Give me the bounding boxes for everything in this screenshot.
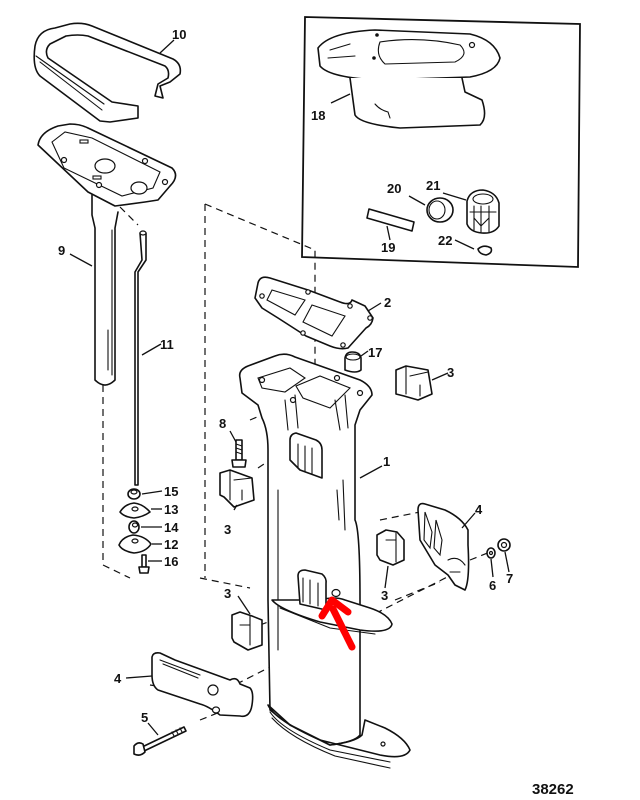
part-4-side-cover-right [417, 502, 470, 591]
callout-3-upper-right: 3 [447, 365, 454, 380]
part-13-plate [119, 502, 151, 519]
part-3-mount-left-lower [231, 611, 263, 651]
callout-10: 10 [172, 27, 186, 42]
callout-3-lower-left: 3 [224, 586, 231, 601]
callout-21: 21 [426, 178, 440, 193]
part-3-mount-left-upper [219, 469, 255, 508]
callout-15: 15 [164, 484, 178, 499]
part-21-knurled-nut [466, 189, 500, 234]
callout-3-upper-left: 3 [224, 522, 231, 537]
part-17-plug [344, 351, 362, 373]
part-7-nut [497, 538, 511, 552]
part-22-snap-ring [477, 245, 493, 256]
callout-20: 20 [387, 181, 401, 196]
callout-5: 5 [141, 710, 148, 725]
callout-4-right: 4 [475, 502, 483, 517]
callout-14: 14 [164, 520, 179, 535]
figure-number: 38262 [532, 781, 574, 798]
part-5-bolt [133, 726, 187, 756]
part-4-cover-left [151, 652, 254, 718]
callout-4-left: 4 [114, 671, 122, 686]
callout-9: 9 [58, 243, 65, 258]
part-15-nut [127, 488, 141, 500]
part-16-screw [138, 554, 150, 574]
part-20-bushing [426, 197, 454, 223]
callout-22: 22 [438, 233, 452, 248]
callout-1: 1 [383, 454, 390, 469]
part-12-retainer [118, 534, 152, 554]
part-9-plate-tube [37, 123, 177, 386]
part-3-mount-right-lower [376, 529, 405, 566]
callout-17: 17 [368, 345, 382, 360]
inset-box [301, 16, 581, 268]
part-8-bolt [231, 439, 247, 468]
callout-6: 6 [489, 578, 496, 593]
part-3-mount-right-upper [395, 365, 433, 401]
part-19-strip [366, 208, 415, 232]
callout-labels: 10 9 11 15 13 14 12 16 2 17 3 8 1 3 4 3 … [58, 27, 574, 798]
highlight-arrow-icon [318, 596, 356, 651]
callout-18: 18 [311, 108, 325, 123]
callout-13: 13 [164, 502, 178, 517]
part-18-exhaust-adapter [317, 29, 501, 129]
callout-12: 12 [164, 537, 178, 552]
callout-16: 16 [164, 554, 178, 569]
part-6-washer [486, 547, 496, 559]
part-10-seal [33, 22, 182, 123]
part-2-gasket [254, 276, 374, 350]
part-14-bushing [128, 520, 140, 534]
callout-7: 7 [506, 571, 513, 586]
callout-2: 2 [384, 295, 391, 310]
callout-3-lower-right: 3 [381, 588, 388, 603]
leader-lines [69, 39, 510, 736]
callout-11: 11 [160, 337, 174, 352]
callout-19: 19 [381, 240, 395, 255]
part-11-shift-rod [134, 230, 147, 486]
callout-8: 8 [219, 416, 226, 431]
